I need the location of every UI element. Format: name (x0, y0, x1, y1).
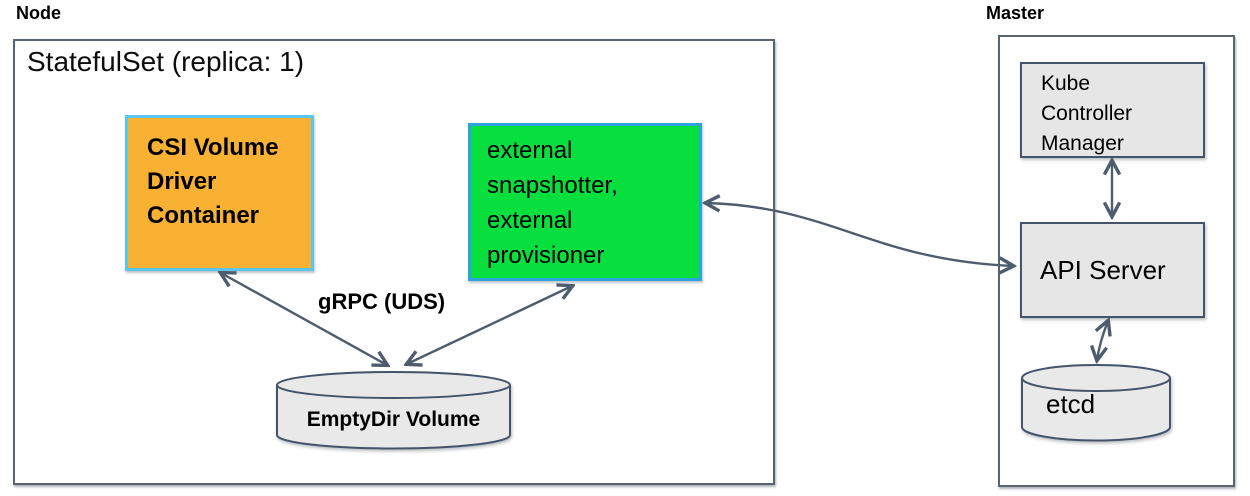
etcd-cylinder: etcd (1020, 363, 1172, 445)
cylinder-shape (1021, 364, 1171, 442)
external-sidecars-box: external snapshotter, external provision… (468, 123, 702, 281)
api-server-box: API Server (1020, 222, 1205, 318)
external-sidecars-label: external snapshotter, external provision… (487, 137, 618, 269)
csi-volume-driver-box: CSI Volume Driver Container (125, 115, 314, 271)
node-label: Node (16, 3, 61, 23)
grpc-uds-label: gRPC (UDS) (318, 289, 446, 314)
cylinder-shape (276, 371, 511, 450)
emptydir-volume-cylinder: EmptyDir Volume (275, 370, 512, 452)
master-label: Master (986, 3, 1045, 23)
emptydir-volume-label: EmptyDir Volume (306, 408, 481, 431)
api-server-label: API Server (1040, 254, 1166, 285)
csi-volume-driver-label: CSI Volume Driver Container (147, 134, 279, 229)
kube-controller-manager-box: Kube Controller Manager (1020, 62, 1205, 158)
statefulset-label: StatefulSet (replica: 1) (27, 46, 305, 77)
kube-controller-manager-label: Kube Controller Manager (1041, 72, 1133, 155)
etcd-label: etcd (1046, 389, 1096, 419)
